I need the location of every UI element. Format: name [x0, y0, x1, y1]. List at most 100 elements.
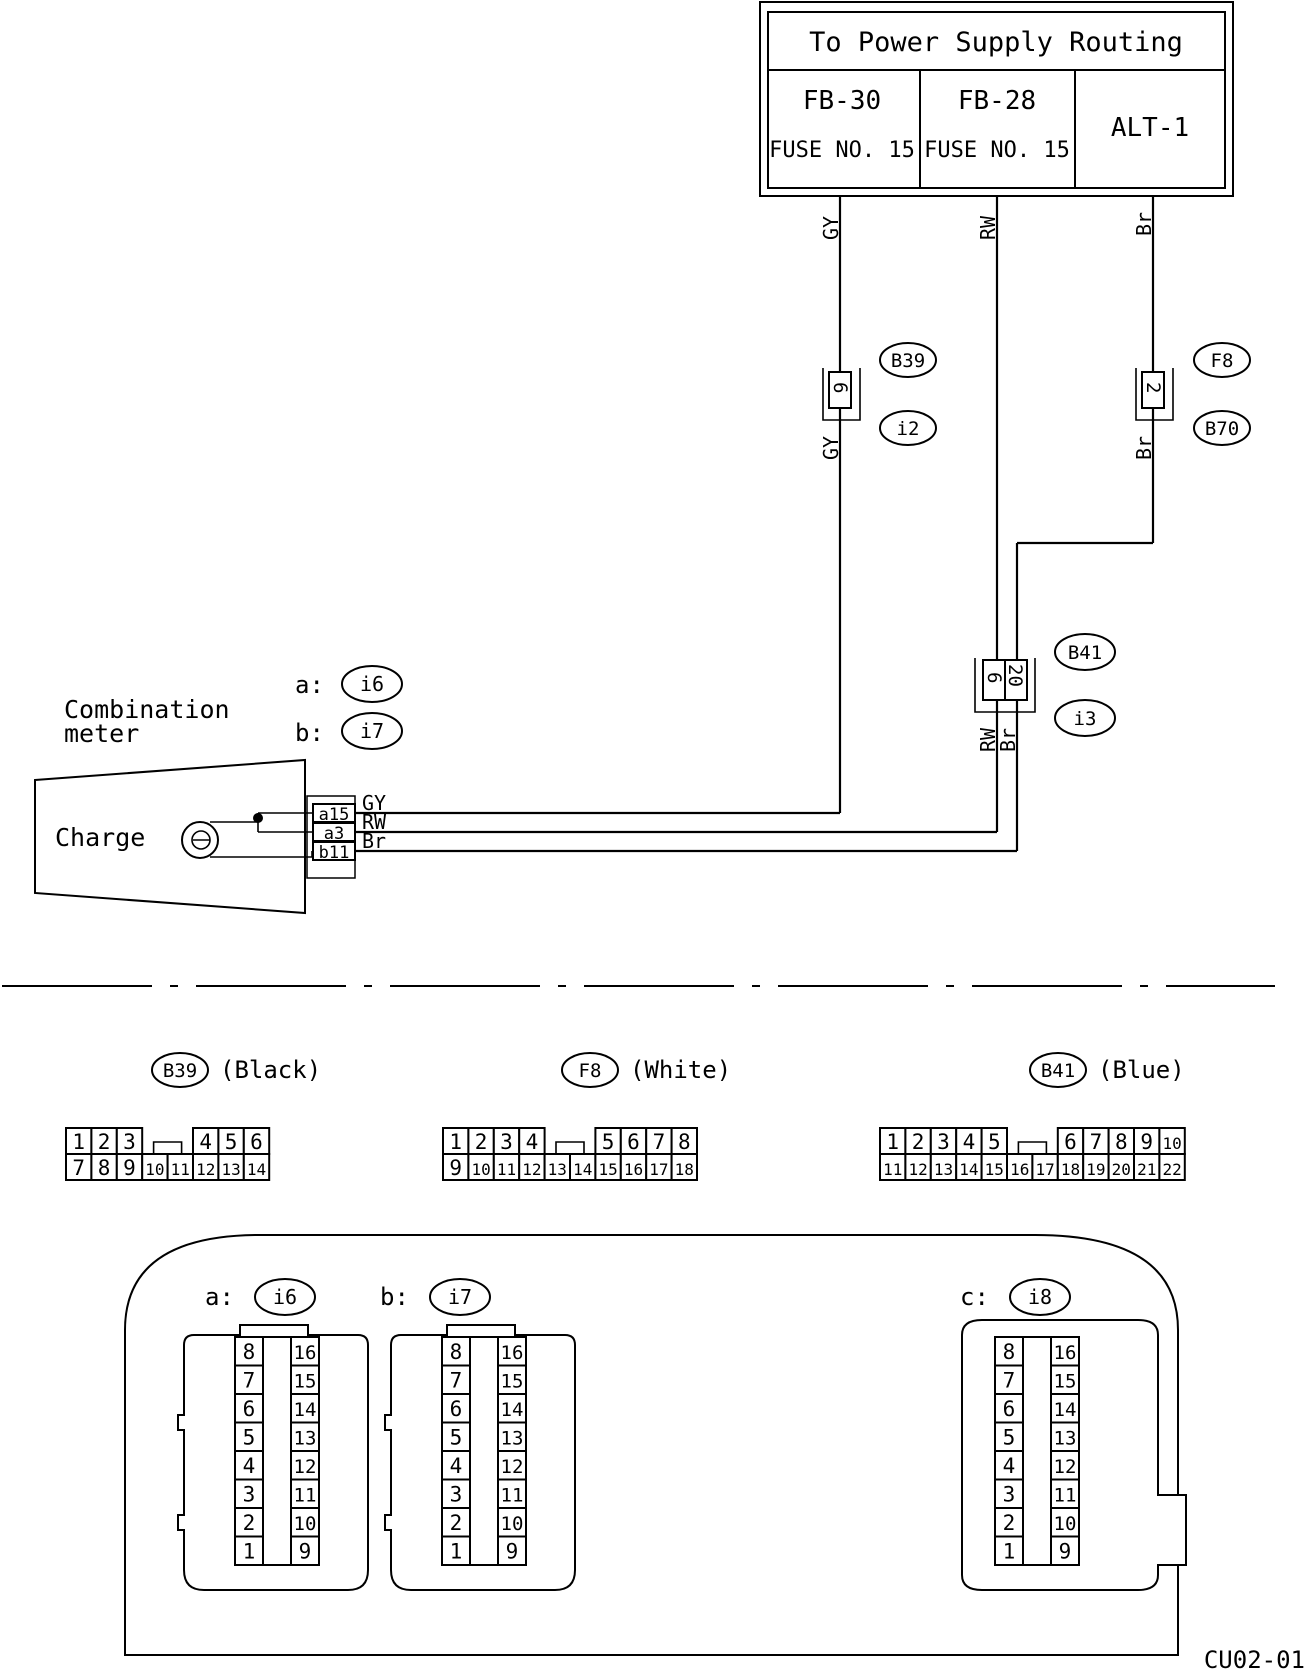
face-b41-cell: [1107, 1153, 1135, 1181]
meter-connector-pin: 11: [1054, 1485, 1077, 1507]
meter-conn-a-prefix: a:: [295, 671, 324, 699]
face-b41-pin: 14: [959, 1160, 978, 1179]
face-b41-cell: [1056, 1153, 1085, 1181]
meter-connector-pin: 3: [243, 1483, 256, 1507]
meter-connector-pin: 8: [1003, 1340, 1016, 1364]
face-b41-pin: 22: [1162, 1160, 1181, 1179]
meter-wire-label-br: Br: [362, 829, 386, 853]
meter-connector-pin: 11: [501, 1485, 524, 1507]
face-b41-pin: 9: [1140, 1130, 1153, 1154]
face-b39-pin: 9: [123, 1156, 136, 1180]
face-f8-pin: 4: [526, 1130, 539, 1154]
face-b41-cell: [879, 1153, 907, 1181]
face-b41-cell: [1056, 1127, 1085, 1155]
meter-connector-pin: 3: [1003, 1483, 1016, 1507]
meter-connector-pin: 3: [450, 1483, 463, 1507]
face-b39-pin: 7: [72, 1156, 85, 1180]
meter-title-line2: meter: [64, 719, 139, 748]
face-b41-pin: 16: [1010, 1160, 1029, 1179]
meter-connector-pin: 12: [1054, 1456, 1077, 1478]
meter-connector-pin: 10: [294, 1513, 317, 1535]
meter-connector-pin: 8: [450, 1340, 463, 1364]
face-b39-pin: 4: [199, 1130, 212, 1154]
face-b41-pin: 19: [1086, 1160, 1105, 1179]
face-f8-pin: 13: [548, 1160, 567, 1179]
wire-label-rw-top: RW: [976, 215, 1000, 240]
face-b41-color: (Blue): [1098, 1056, 1185, 1084]
face-b41-cell: [1082, 1127, 1110, 1155]
meter-connector-pin: 13: [501, 1428, 524, 1450]
meter-connector-pin: 5: [243, 1426, 256, 1450]
face-f8-pin: 5: [602, 1130, 615, 1154]
wire-label-br-low: Br: [996, 728, 1020, 752]
meter-pin-a3: a3: [324, 824, 344, 844]
face-f8-pin: 6: [627, 1130, 640, 1154]
meter-pin-a15: a15: [319, 805, 350, 825]
face-f8-cell: [467, 1153, 495, 1181]
face-b39-pin: 14: [247, 1160, 266, 1179]
face-b39-pin: 12: [196, 1160, 215, 1179]
face-f8-pin: 11: [497, 1160, 516, 1179]
supply-cell-2-line1: FB-28: [958, 86, 1036, 116]
face-b39-cell: [115, 1127, 144, 1155]
meter-connector-pin: 9: [1059, 1540, 1072, 1564]
connector-b39-code: B39: [891, 350, 925, 372]
meter-connector-pin: 5: [450, 1426, 463, 1450]
face-b41-pin: 13: [934, 1160, 953, 1179]
face-f8-pin: 15: [598, 1160, 617, 1179]
meter-connector-pin: 12: [501, 1456, 524, 1478]
face-b41-cell: [929, 1153, 958, 1181]
face-b41-pin: 4: [963, 1130, 976, 1154]
face-f8-color: (White): [630, 1056, 731, 1084]
meter-connector-pin: 13: [294, 1428, 317, 1450]
wire-label-br-mid: Br: [1132, 436, 1156, 460]
figure-code: CU02-01: [1204, 1646, 1305, 1674]
face-f8-code: F8: [579, 1060, 602, 1082]
face-b39-pin: 11: [171, 1160, 190, 1179]
meter-connector-pin: 16: [1054, 1342, 1077, 1364]
face-b41-cell: [980, 1127, 1008, 1155]
meter-connector-pin: 15: [1054, 1371, 1077, 1393]
face-f8-pin: 17: [649, 1160, 668, 1179]
wire-label-rw-low: RW: [976, 727, 1000, 752]
meter-wire-label-gy: GY: [362, 791, 386, 815]
face-b39-cell: [166, 1153, 195, 1181]
meter-connector-code: i6: [273, 1285, 297, 1309]
face-f8-pin: 1: [449, 1130, 462, 1154]
face-f8-pin: 2: [475, 1130, 488, 1154]
face-b39-pin: 5: [225, 1130, 238, 1154]
face-f8-pin: 16: [624, 1160, 643, 1179]
supply-cell-2-line2: FUSE NO. 15: [924, 138, 1070, 163]
meter-connector-pin: 2: [450, 1511, 463, 1535]
supply-cell-1-line1: FB-30: [803, 86, 881, 116]
connector-i2-code: i2: [897, 418, 920, 440]
combination-meter: Combination meter a: i6 b: i7 Charge a15…: [34, 665, 403, 915]
face-b39-pin: 2: [98, 1130, 111, 1154]
face-b41-pin: 12: [908, 1160, 927, 1179]
face-b39-cell: [242, 1127, 271, 1155]
face-f8-cell: [594, 1153, 622, 1181]
meter-connector-pin: 6: [1003, 1397, 1016, 1421]
connector-b39-pin: 6: [829, 382, 851, 393]
power-supply-box: To Power Supply Routing FB-30 FUSE NO. 1…: [759, 1, 1234, 197]
connector-b70-code: B70: [1205, 418, 1239, 440]
meter-connector-pin: 14: [501, 1399, 524, 1421]
wire-label-gy-top: GY: [819, 216, 843, 240]
face-b41-cell: [955, 1127, 983, 1155]
face-f8-pin: 3: [500, 1130, 513, 1154]
face-b41-pin: 21: [1137, 1160, 1156, 1179]
face-b41-pin: 6: [1064, 1130, 1077, 1154]
face-b41-pin: 17: [1035, 1160, 1054, 1179]
face-f8-pin: 18: [675, 1160, 694, 1179]
meter-connector-pin: 2: [1003, 1511, 1016, 1535]
connector-f8: 2 F8 B70: [1135, 342, 1251, 446]
face-b41-pin: 2: [912, 1130, 925, 1154]
face-b39-pin: 3: [123, 1130, 136, 1154]
connector-f8-pin: 2: [1142, 382, 1164, 393]
meter-connector-pin: 1: [1003, 1540, 1016, 1564]
meter-connector-prefix: c:: [960, 1283, 989, 1311]
meter-connector-pin: 13: [1054, 1428, 1077, 1450]
face-b41-pin: 8: [1115, 1130, 1128, 1154]
